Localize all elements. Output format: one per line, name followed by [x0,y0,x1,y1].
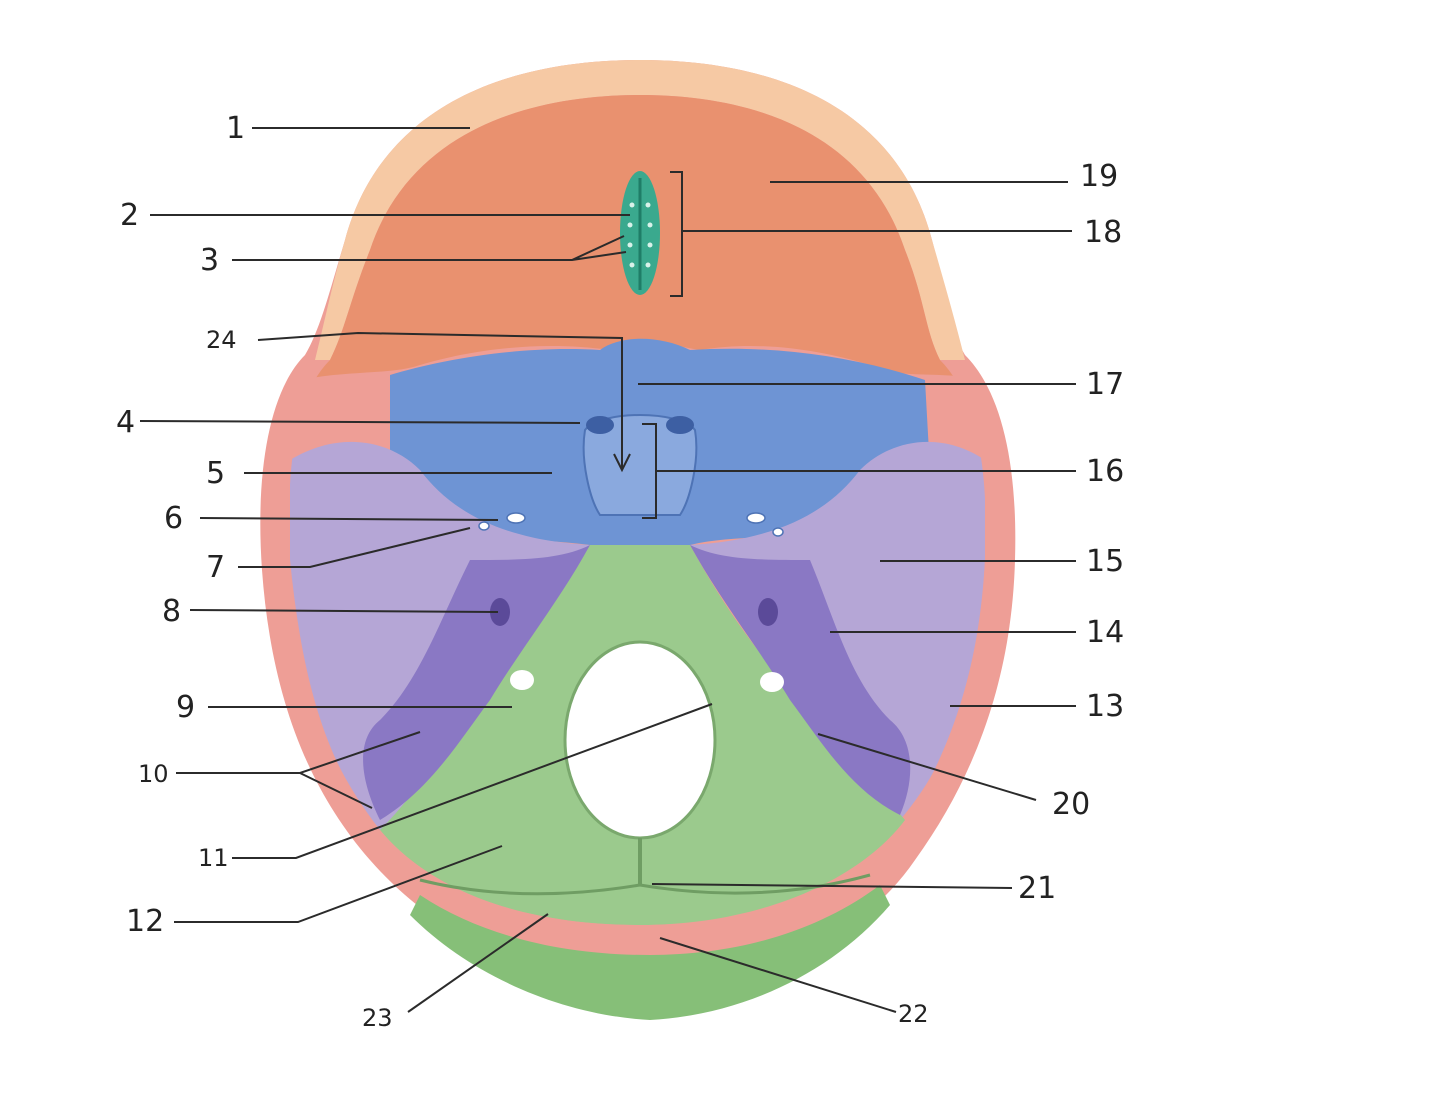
petrous-ridge-right [690,545,911,815]
label-8: 8 [162,594,181,629]
label-7: 7 [206,550,225,585]
label-19: 19 [1080,159,1118,194]
foramina [478,512,784,537]
leader-6 [199,517,499,521]
leader-24 [257,331,623,468]
leader-22 [659,937,897,1013]
jugular-foramen-left [510,670,534,690]
label-17: 17 [1086,367,1124,402]
label-6: 6 [164,501,183,536]
leader-4 [139,420,581,424]
leader-10 [176,731,421,809]
leader-lines [139,127,1076,1013]
internal-acoustic-meatus-left [490,598,510,626]
label-20: 20 [1052,787,1090,822]
petrous-ridge-left [363,545,590,820]
label-24: 24 [206,326,237,354]
label-9: 9 [176,690,195,725]
label-14: 14 [1086,615,1124,650]
bracket-18 [670,171,683,297]
leader-12 [174,845,503,923]
optic-canal-left [586,416,614,434]
optic-canal-right [666,416,694,434]
ethmoid-cribriform-plate [620,171,660,295]
label-2: 2 [120,198,139,233]
transverse-sulcus [419,873,871,896]
jugular-foramen-right [760,672,784,692]
label-18: 18 [1084,215,1122,250]
leader-23 [407,913,549,1013]
label-3: 3 [200,243,219,278]
label-4: 4 [116,405,135,440]
label-21: 21 [1018,871,1056,906]
label-13: 13 [1086,689,1124,724]
leader-8 [189,609,499,613]
label-10: 10 [138,760,169,788]
callout-labels: 1 2 3 24 4 5 6 7 8 9 10 11 12 23 22 21 2… [116,111,1124,1032]
occipital-rim [410,885,890,1020]
foramen-magnum [563,640,717,840]
leader-20 [817,733,1037,801]
leader-7 [238,527,471,568]
label-15: 15 [1086,544,1124,579]
label-12: 12 [126,904,164,939]
leader-11 [232,703,713,859]
sella-turcica [582,414,698,516]
label-22: 22 [898,1000,929,1028]
label-5: 5 [206,456,225,491]
label-23: 23 [362,1004,393,1032]
leader-24-arrowhead [613,453,631,473]
leader-21 [651,883,1013,889]
internal-acoustic-meatus-right [758,598,778,626]
label-16: 16 [1086,454,1124,489]
label-1: 1 [226,111,245,146]
leader-3 [232,235,627,261]
label-11: 11 [198,844,229,872]
